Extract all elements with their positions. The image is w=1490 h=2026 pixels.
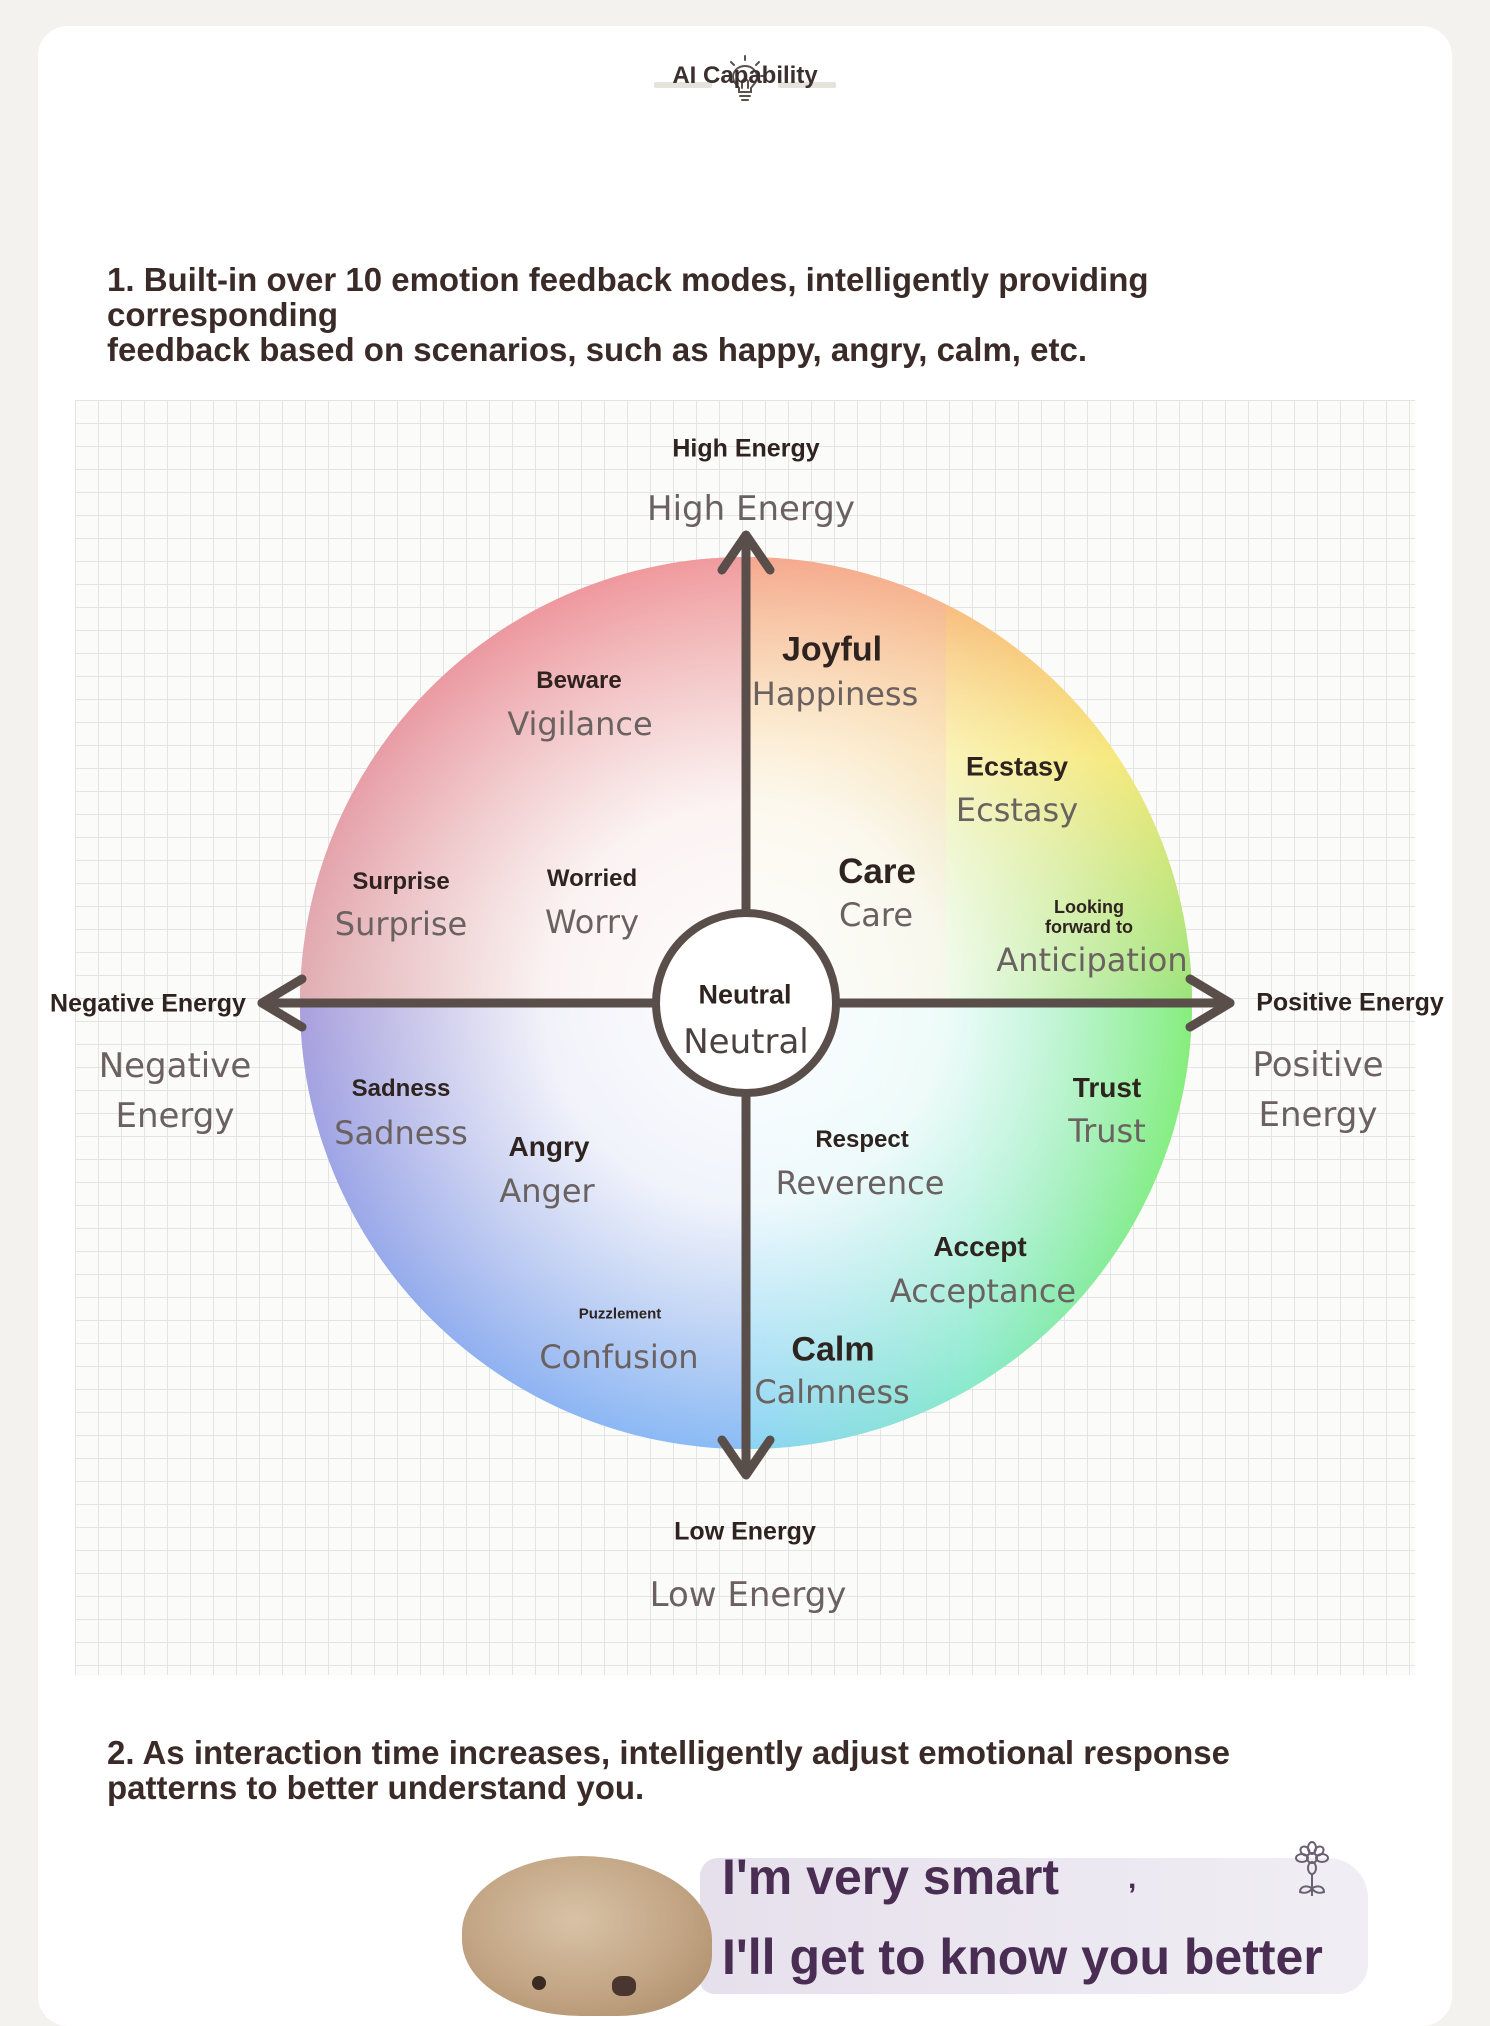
smart-banner [700,1858,1368,1994]
feature-1-line-2: feedback based on scenarios, such as hap… [107,331,1087,368]
axis-top-primary: High Energy [672,434,820,463]
emotion-surprise-secondary: Surprise [334,905,468,943]
axis-left-secondary: Negative Energy [99,1041,252,1141]
axis-left-secondary-line-1: Negative [98,1046,252,1086]
emotion-beware-primary: Beware [536,667,622,694]
emotion-worried-secondary: Worry [544,903,640,941]
emotion-respect-secondary: Reverence [775,1164,945,1202]
axis-top-secondary: High Energy [647,489,855,529]
emotion-anticipation-primary-line-1: Looking [1054,897,1124,917]
emotion-angry-secondary: Anger [499,1172,595,1210]
header-divider-left [654,82,712,88]
emotion-angry-primary: Angry [508,1131,590,1162]
neutral-secondary: Neutral [683,1022,809,1062]
emotion-surprise-primary: Surprise [352,868,450,895]
emotion-calm-primary: Calm [791,1330,875,1369]
emotion-sadness-primary: Sadness [351,1075,451,1102]
axis-right-secondary: Positive Energy [1252,1040,1383,1140]
axis-right-secondary-line-1: Positive [1252,1045,1384,1085]
axis-bottom-secondary: Low Energy [649,1575,847,1615]
section-title: AI Capability [672,62,818,89]
banner-line-2: I'll get to know you better [722,1929,1323,1985]
emotion-accept-secondary: Acceptance [889,1272,1077,1310]
lightbulb-icon [724,55,766,101]
emotion-puzzlement-primary: Puzzlement [578,1305,662,1323]
banner-comma-mark: , [1128,1862,1137,1895]
emotion-care-primary: Care [838,852,916,891]
emotion-ecstasy-primary: Ecstasy [965,751,1069,782]
feature-2-line-2: patterns to better understand you. [107,1769,645,1806]
axis-left-primary: Negative Energy [50,989,246,1018]
axis-left-secondary-line-2: Energy [115,1096,235,1136]
feature-1-line-1: 1. Built-in over 10 emotion feedback mod… [107,261,1149,333]
emotion-accept-primary: Accept [933,1231,1027,1262]
emotion-anticipation-primary: Looking forward to [1045,897,1133,937]
feature-2-text: 2. As interaction time increases, intell… [107,1735,1377,1805]
emotion-puzzlement-secondary: Confusion [539,1338,699,1376]
emotion-worried-primary: Worried [546,865,638,892]
neutral-primary: Neutral [698,979,792,1010]
emotion-sadness-secondary: Sadness [334,1114,468,1152]
emotion-beware-secondary: Vigilance [507,705,653,743]
emotion-anticipation-secondary: Anticipation [996,941,1188,979]
feature-2-line-1: 2. As interaction time increases, intell… [107,1734,1230,1771]
axis-right-primary: Positive Energy [1256,988,1444,1017]
emotion-trust-secondary: Trust [1068,1112,1146,1150]
axis-right-secondary-line-2: Energy [1258,1095,1378,1135]
emotion-care-secondary: Care [838,896,914,934]
axis-bottom-primary: Low Energy [674,1517,816,1546]
emotion-trust-primary: Trust [1072,1072,1142,1103]
emotion-calm-secondary: Calmness [754,1373,910,1411]
header-divider-right [778,82,836,88]
section-header [0,52,1490,112]
plush-toy-image [462,1856,712,2016]
flower-icon [1295,1841,1329,1896]
feature-1-text: 1. Built-in over 10 emotion feedback mod… [107,262,1377,367]
emotion-joyful-primary: Joyful [781,630,883,669]
emotion-respect-primary: Respect [815,1126,909,1153]
emotion-anticipation-primary-line-2: forward to [1045,917,1133,937]
emotion-joyful-secondary: Happiness [751,675,919,713]
emotion-ecstasy-secondary: Ecstasy [955,791,1079,829]
banner-line-1: I'm very smart [722,1849,1060,1905]
